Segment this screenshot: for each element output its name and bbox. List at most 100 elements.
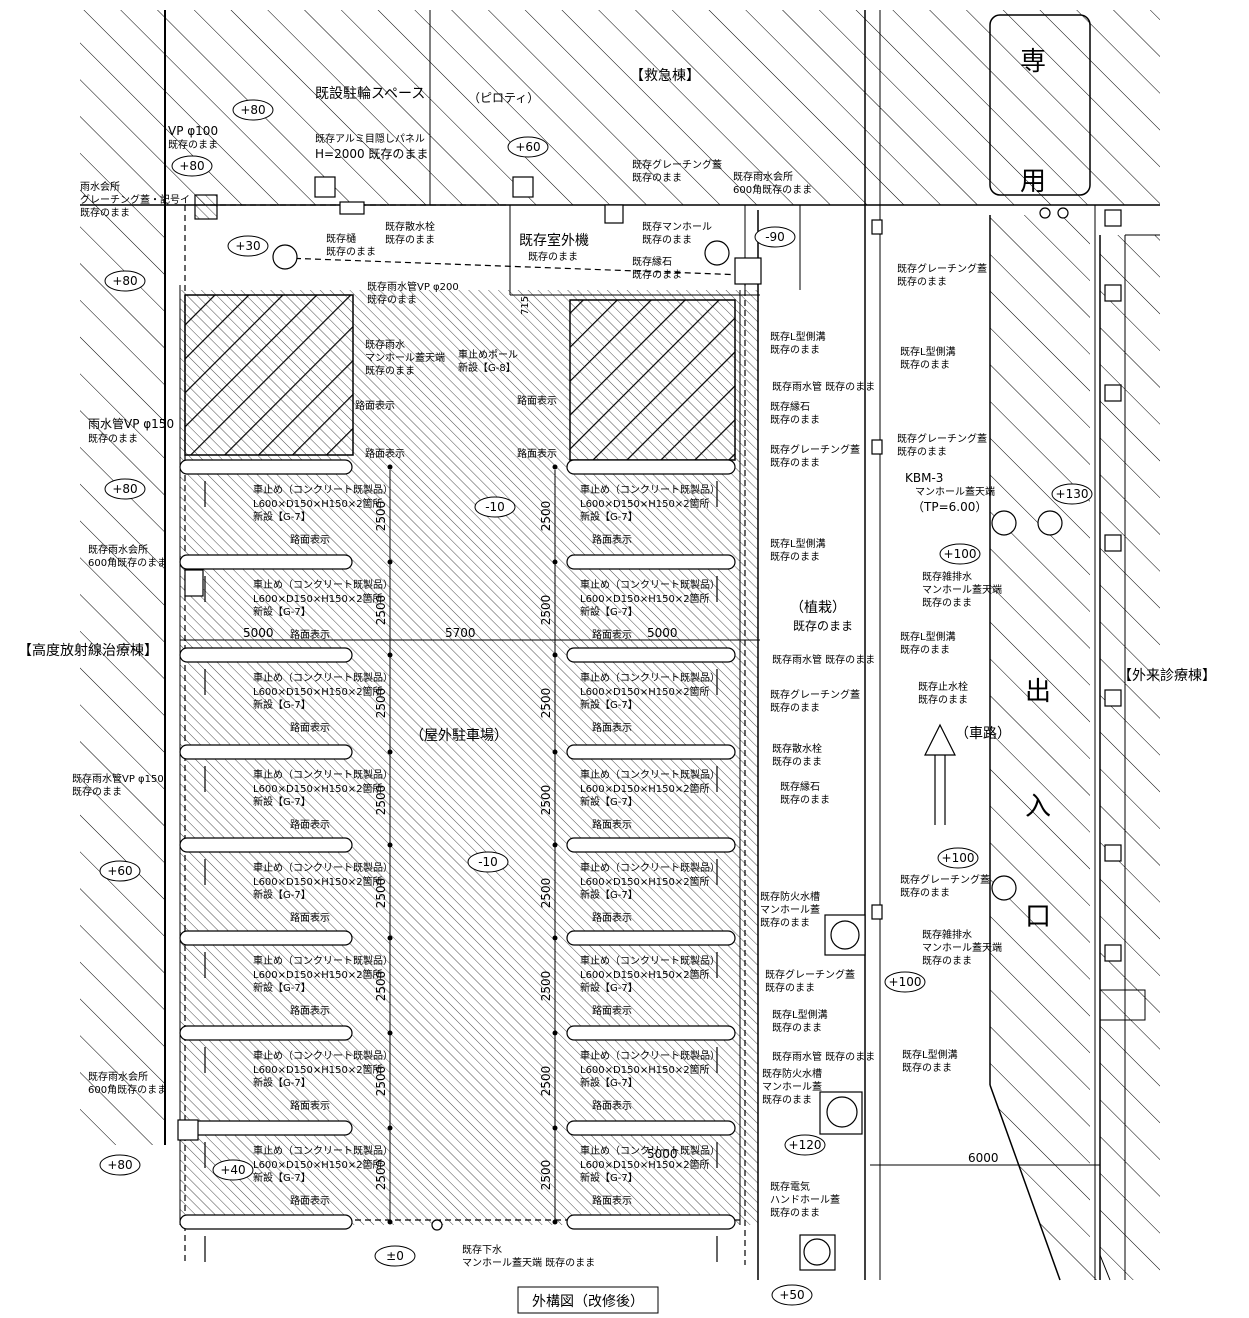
level-tag-value: +130	[1056, 487, 1089, 501]
dim-6000: 6000	[968, 1151, 999, 1165]
road-mark-note: 路面表示	[592, 911, 632, 924]
dim-2500-right: 2500	[539, 501, 553, 532]
road-mark-note: 路面表示	[592, 1099, 632, 1112]
road-mark-note: 路面表示	[592, 721, 632, 734]
level-tag-value: +40	[220, 1163, 245, 1177]
dim-2500-right: 2500	[539, 785, 553, 816]
level-tag-outline	[939, 543, 981, 565]
gutter-note: 既存樋	[326, 232, 356, 245]
dim-node	[552, 1125, 558, 1131]
level-tag-value: +80	[112, 274, 137, 288]
wheel-stop-note-2: L600×D150×H150×2箇所	[253, 497, 383, 510]
wheel-stop-note-2: L600×D150×H150×2箇所	[580, 968, 710, 981]
h2000-note: H=2000 既存のまま	[315, 147, 428, 161]
wheel-stop-note-2: L600×D150×H150×2箇所	[253, 685, 383, 698]
dim-node	[387, 1219, 393, 1225]
fire-tank-sub-1: マンホール蓋	[760, 904, 820, 916]
wheel-stop-note-3: 新設【G-7】	[580, 1171, 638, 1184]
grating-note-w1: 既存グレーチング蓋	[770, 443, 860, 456]
wheel-stop-right	[566, 554, 736, 570]
level-tag-outline	[474, 496, 516, 518]
level-tag-outline	[771, 1284, 813, 1306]
wheel-stop-note-1: 車止め（コンクリート既製品）	[580, 578, 720, 591]
vp100-note: VP φ100	[168, 124, 218, 138]
dim-node	[387, 559, 393, 565]
road-mark-note-r1: 路面表示	[517, 394, 557, 407]
wheel-stop-note-2: L600×D150×H150×2箇所	[253, 875, 383, 888]
wheel-stop-note-2: L600×D150×H150×2箇所	[253, 592, 383, 605]
rain-box-top-note: 既存雨水会所	[733, 170, 793, 183]
dim-2500-left: 2500	[374, 971, 388, 1002]
road-mark-note: 路面表示	[592, 628, 632, 641]
grating-keep-e1: 既存のまま	[897, 275, 947, 288]
level-tag-value: +80	[112, 482, 137, 496]
wheel-stop-note-2: L600×D150×H150×2箇所	[580, 1063, 710, 1076]
outer-hatch-zones	[80, 10, 1160, 1280]
entrance-char-2: 入	[1025, 792, 1051, 822]
roadway-label: （車路）	[955, 725, 1011, 742]
hatched-block-left	[184, 294, 354, 456]
drain-sub-1: マンホール蓋天端	[922, 583, 1002, 596]
dim-node	[552, 1219, 558, 1225]
dim-node	[387, 464, 393, 470]
bicycle-space-label: 既設駐輪スペース	[315, 85, 425, 102]
wheel-stop-note-2: L600×D150×H150×2箇所	[253, 968, 383, 981]
screen-panel-note: 既存アルミ目隠しパネル	[315, 132, 425, 145]
wheel-stop-left	[179, 744, 353, 760]
level-tag-outline	[104, 478, 146, 500]
level-tag-outline	[104, 270, 146, 292]
wheel-stop-note-2: L600×D150×H150×2箇所	[580, 592, 710, 605]
stop-valve-note: 既存止水栓	[918, 680, 968, 693]
wheel-stop-note-1: 車止め（コンクリート既製品）	[253, 578, 393, 591]
wheel-stop-note-1: 車止め（コンクリート既製品）	[253, 954, 393, 967]
l-ditch-note-e2: 既存L型側溝	[900, 630, 956, 643]
l-ditch-keep-e2: 既存のまま	[900, 643, 950, 656]
dim-2500-left: 2500	[374, 1160, 388, 1191]
curb-keep-top: 既存のまま	[632, 268, 682, 281]
wheel-stop-left	[179, 930, 353, 946]
level-tag-value: +80	[107, 1158, 132, 1172]
sprinkler-note: 既存散水栓	[385, 220, 435, 233]
level-tag-outline	[171, 155, 213, 177]
road-mark-note: 路面表示	[290, 1194, 330, 1207]
dim-node	[387, 652, 393, 658]
road-mark-note: 路面表示	[592, 1194, 632, 1207]
wheel-stop-left	[179, 1214, 353, 1230]
grating-note-e2: 既存グレーチング蓋	[897, 432, 987, 445]
l-ditch-keep-w1: 既存のまま	[770, 343, 820, 356]
wheel-stop-left	[179, 1120, 353, 1136]
dim-node	[387, 935, 393, 941]
kbm-tp: （TP=6.00）	[912, 500, 987, 514]
wheel-stop-note-3: 新設【G-7】	[253, 981, 311, 994]
road-mark-note: 路面表示	[290, 628, 330, 641]
level-tag-outline	[227, 235, 269, 257]
wheel-stop-note-1: 車止め（コンクリート既製品）	[253, 671, 393, 684]
wheel-stop-note-2: L600×D150×H150×2箇所	[580, 782, 710, 795]
rain-manhole-note: 既存雨水	[365, 338, 405, 351]
hatched-block-right	[569, 299, 736, 461]
stop-valve-keep: 既存のまま	[918, 693, 968, 706]
l-ditch-note-w3: 既存L型側溝	[772, 1008, 828, 1021]
rain-pipe-note-w1: 既存雨水管 既存のまま	[772, 380, 875, 393]
road-mark-note: 路面表示	[592, 533, 632, 546]
wheel-stop-right	[566, 459, 736, 475]
level-tag-value: +60	[107, 864, 132, 878]
wheel-stop-left	[179, 837, 353, 853]
outpatient-building-label: 【外来診療棟】	[1118, 667, 1216, 684]
rain-pipe-150-note: 雨水管VP φ150	[88, 416, 174, 431]
kbm-sub: マンホール蓋天端	[915, 485, 995, 498]
l-ditch-keep-w2: 既存のまま	[770, 550, 820, 563]
wheel-stop-note-1: 車止め（コンクリート既製品）	[580, 768, 720, 781]
dim-node	[552, 749, 558, 755]
rain-pipe-note-w3: 既存雨水管 既存のまま	[772, 1050, 875, 1063]
entrance-char-1: 出	[1025, 677, 1051, 707]
wheel-stop-note-1: 車止め（コンクリート既製品）	[580, 483, 720, 496]
wheel-stop-note-1: 車止め（コンクリート既製品）	[253, 483, 393, 496]
dim-2500-right: 2500	[539, 1160, 553, 1191]
level-tag-outline	[784, 1134, 826, 1156]
wheel-stop-note-1: 車止め（コンクリート既製品）	[253, 861, 393, 874]
wheel-stop-note-3: 新設【G-7】	[580, 1076, 638, 1089]
caption: 外構図（改修後）	[517, 1286, 659, 1314]
level-tag-value: +60	[515, 140, 540, 154]
